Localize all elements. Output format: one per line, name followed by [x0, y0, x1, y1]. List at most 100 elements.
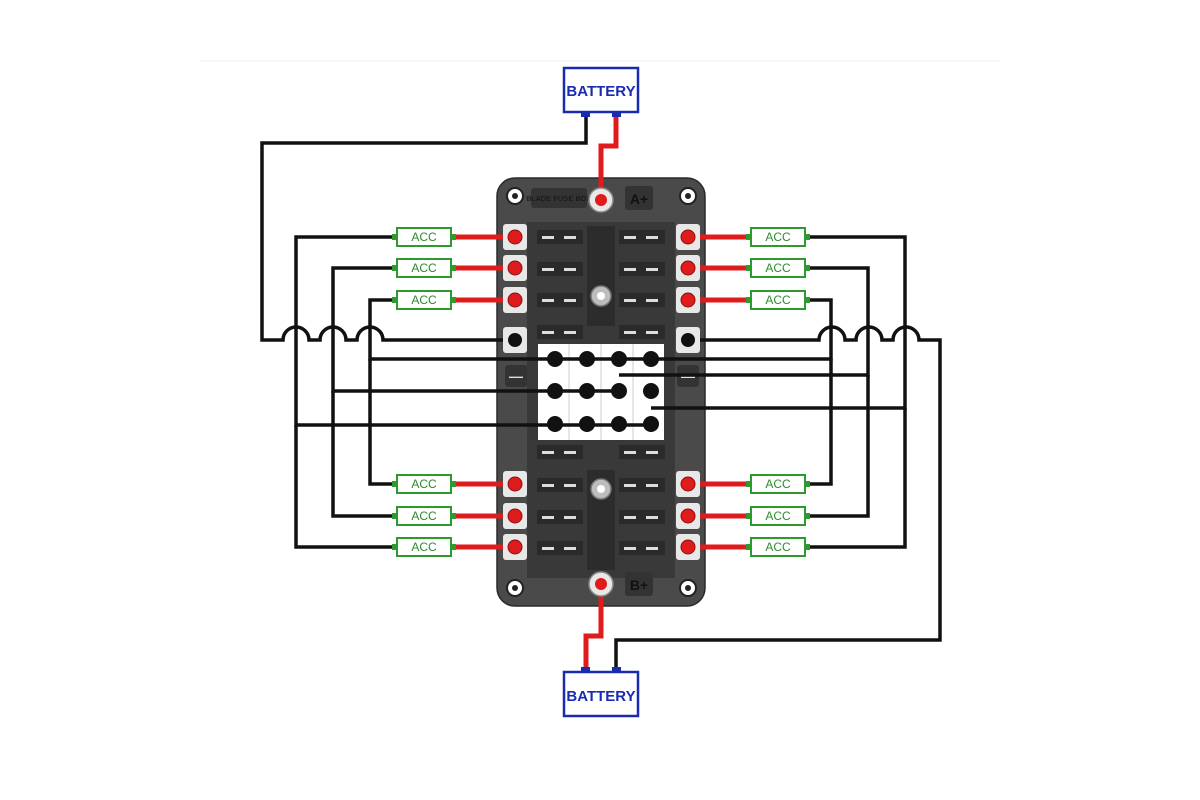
- bus-terminal: [547, 416, 563, 432]
- negative-wire: [331, 391, 395, 518]
- positive-terminal: [676, 287, 700, 313]
- positive-wire: [583, 584, 604, 670]
- terminal-a-stud: [588, 187, 614, 213]
- negative-wire: [331, 266, 619, 393]
- accessory-label: ACC: [411, 509, 437, 523]
- accessory-label: ACC: [765, 261, 791, 275]
- fuse-slot: [537, 445, 583, 459]
- negative-terminal: [503, 327, 527, 353]
- terminal-b-stud: [588, 571, 614, 597]
- fuse-slot: [619, 445, 665, 459]
- fuse-slot: [537, 293, 583, 307]
- bus-terminal: [611, 351, 627, 367]
- negative-wire: [651, 235, 907, 410]
- bus-terminal: [579, 416, 595, 432]
- negative-wire: [587, 298, 833, 361]
- bus-terminal: [643, 416, 659, 432]
- bus-terminal: [579, 351, 595, 367]
- fuse-slot: [537, 541, 583, 555]
- bottom-battery-label: BATTERY: [566, 688, 635, 705]
- bus-terminal: [611, 383, 627, 399]
- accessory: ACC: [746, 506, 810, 526]
- negative-wire: [368, 298, 587, 361]
- fuse-slot: [619, 510, 665, 524]
- fuse-slot: [619, 293, 665, 307]
- fuse-slot: [619, 262, 665, 276]
- fuse-slot: [537, 262, 583, 276]
- brand-label: BLADE FUSE BOX: [527, 196, 592, 203]
- positive-terminal: [503, 471, 527, 497]
- mounting-hole: [679, 187, 697, 205]
- battery-terminal: [581, 667, 590, 673]
- accessory: ACC: [392, 290, 456, 310]
- accessory: ACC: [746, 227, 810, 247]
- negative-wire: [368, 359, 395, 486]
- negative-wire: [294, 425, 395, 549]
- bus-terminal: [547, 383, 563, 399]
- positive-terminal: [503, 224, 527, 250]
- accessory: ACC: [746, 290, 810, 310]
- brand-plate: [531, 188, 587, 208]
- terminal-b-label: B+: [630, 577, 648, 593]
- negative-wiring: [260, 112, 942, 670]
- positive-wire: [598, 112, 619, 200]
- bus-terminal: [611, 416, 627, 432]
- accessory: ACC: [392, 506, 456, 526]
- negative-terminal: [676, 327, 700, 353]
- accessory: ACC: [392, 537, 456, 557]
- mounting-hole: [679, 579, 697, 597]
- battery-terminal: [612, 111, 621, 117]
- positive-terminal: [676, 255, 700, 281]
- accessory-label: ACC: [411, 477, 437, 491]
- accessory-label: ACC: [411, 230, 437, 244]
- positive-terminal: [676, 224, 700, 250]
- accessory-label: ACC: [411, 261, 437, 275]
- accessory: ACC: [746, 474, 810, 494]
- positive-terminal: [676, 534, 700, 560]
- accessory-label: ACC: [411, 293, 437, 307]
- accessory-label: ACC: [765, 509, 791, 523]
- fuse-slot: [619, 325, 665, 339]
- mounting-hole: [506, 579, 524, 597]
- negative-bus-terminals: [547, 351, 659, 432]
- fuse-slot: [619, 230, 665, 244]
- center-screw: [590, 478, 612, 500]
- fuse-slot: [619, 541, 665, 555]
- negative-wire: [807, 408, 907, 549]
- accessory: ACC: [746, 537, 810, 557]
- terminal-a-label: A+: [630, 191, 648, 207]
- negative-wire: [807, 375, 870, 518]
- fuse-slot: [537, 510, 583, 524]
- battery-terminal: [612, 667, 621, 673]
- accessory: ACC: [392, 258, 456, 278]
- positive-terminal: [503, 503, 527, 529]
- top-battery-label: BATTERY: [566, 83, 635, 100]
- positive-terminal: [503, 534, 527, 560]
- positive-terminal: [503, 287, 527, 313]
- bus-terminal: [547, 351, 563, 367]
- fuse-slot: [537, 230, 583, 244]
- mounting-hole: [506, 187, 524, 205]
- positive-terminal: [676, 471, 700, 497]
- bus-terminal: [643, 383, 659, 399]
- top-battery: BATTERY: [562, 66, 640, 117]
- fuse-slot: [619, 478, 665, 492]
- negative-wire: [294, 235, 651, 427]
- negative-wire: [619, 266, 870, 377]
- battery-terminal: [581, 111, 590, 117]
- fuse-slot: [537, 325, 583, 339]
- accessories: ACC ACC ACC ACC ACC ACC: [392, 227, 810, 557]
- bottom-battery: BATTERY: [562, 667, 640, 718]
- negative-wire: [807, 359, 833, 486]
- accessory-label: ACC: [765, 293, 791, 307]
- accessory: ACC: [392, 227, 456, 247]
- accessory-label: ACC: [765, 230, 791, 244]
- accessory: ACC: [746, 258, 810, 278]
- positive-terminal: [503, 255, 527, 281]
- positive-terminal: [676, 503, 700, 529]
- accessory-label: ACC: [411, 540, 437, 554]
- bus-terminal: [643, 351, 659, 367]
- bus-terminal: [579, 383, 595, 399]
- accessory-label: ACC: [765, 477, 791, 491]
